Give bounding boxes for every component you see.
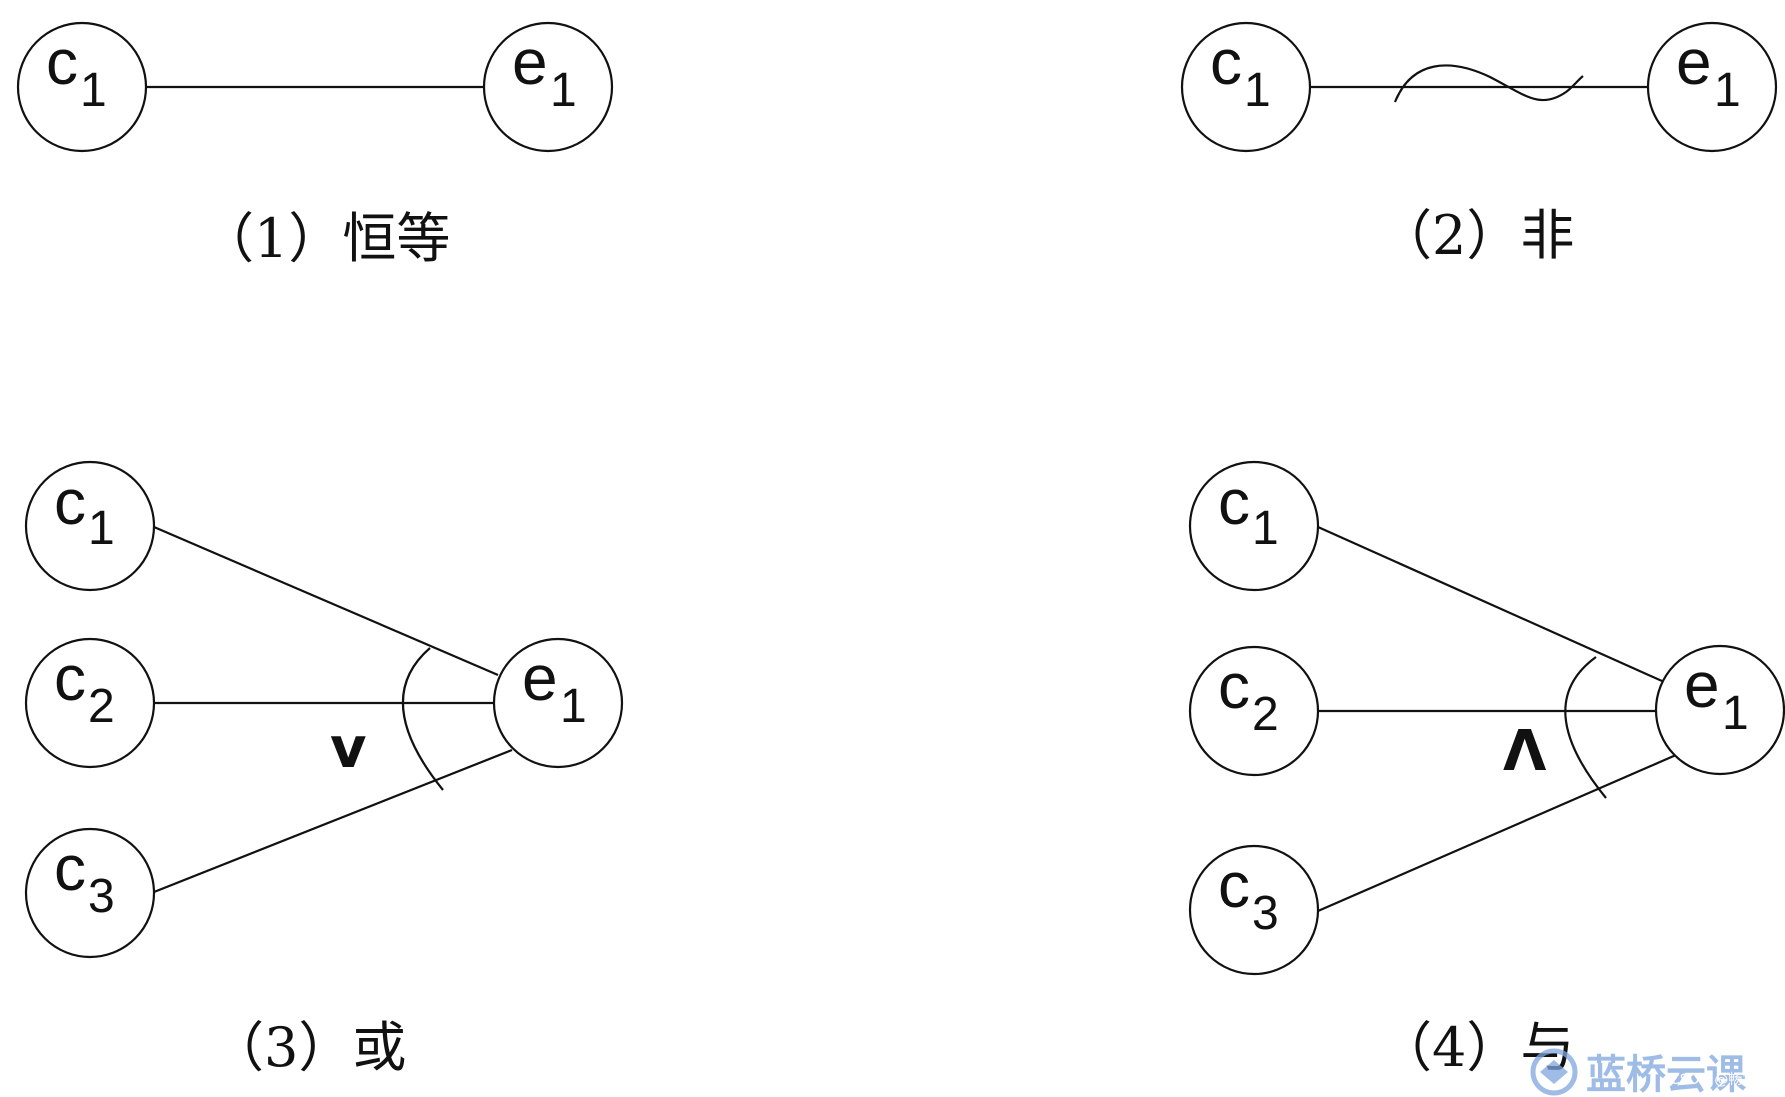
node-e1: [1654, 644, 1785, 776]
node-c3: [1188, 844, 1320, 976]
edge-c1-e1: [1317, 525, 1663, 683]
node-c3-letter: c: [54, 832, 86, 904]
node-e1: [492, 637, 624, 769]
edge-c3-e1: [1317, 753, 1677, 913]
node-c1-letter: c: [46, 26, 78, 98]
and-operator: Λ: [1503, 719, 1547, 784]
node-e1-letter: e: [1676, 26, 1712, 98]
node-c1-letter: c: [1210, 26, 1242, 98]
node-c1: [1180, 21, 1312, 153]
panel-identity: c 1 e 1 （1）恒等: [16, 21, 614, 270]
node-e1: [482, 21, 614, 153]
node-e1-letter: e: [1684, 649, 1720, 721]
node-c1-letter: c: [1218, 466, 1250, 538]
node-c3-subscript: 3: [88, 870, 115, 923]
node-c1: [16, 21, 148, 153]
node-c1-subscript: 1: [88, 502, 115, 555]
node-c2-subscript: 2: [88, 680, 115, 733]
panel-and: Λ c 1 c 2 c 3 e 1 （4）与: [1188, 460, 1785, 1079]
edge-c3-e1: [153, 748, 513, 894]
node-c2-subscript: 2: [1252, 688, 1279, 741]
node-c3-subscript: 3: [1252, 887, 1279, 940]
panel-not: c 1 e 1 （2）非: [1180, 21, 1778, 267]
edge-c1-e1: [153, 525, 499, 677]
caption-identity: （1）恒等: [200, 207, 450, 270]
watermark-logo-mark: [1540, 1060, 1568, 1084]
node-c3: [24, 827, 156, 959]
watermark-credit: CSDN @畅宇航: [1670, 1072, 1770, 1088]
panel-or: v c 1 c 2 c 3 e 1 （3）或: [24, 460, 624, 1079]
node-e1: [1646, 21, 1778, 153]
node-c2-letter: c: [1218, 650, 1250, 722]
node-c1-subscript: 1: [1252, 502, 1279, 555]
caption-and: （4）与: [1378, 1016, 1574, 1079]
caption-not: （2）非: [1378, 204, 1574, 267]
node-c2-letter: c: [54, 642, 86, 714]
node-e1-letter: e: [522, 642, 558, 714]
and-arc: [1564, 656, 1607, 799]
node-c2: [24, 637, 156, 769]
node-c1: [24, 460, 156, 592]
node-c3-letter: c: [1218, 849, 1250, 921]
watermark: 蓝桥云课 CSDN @畅宇航: [1530, 1048, 1770, 1097]
watermark-logo-icon: [1530, 1048, 1578, 1096]
node-e1-subscript: 1: [560, 680, 587, 733]
not-squiggle: [1393, 64, 1584, 103]
node-e1-subscript: 1: [1722, 687, 1749, 740]
caption-or: （3）或: [210, 1016, 406, 1079]
node-e1-letter: e: [512, 26, 548, 98]
node-c1: [1188, 460, 1320, 592]
or-operator: v: [330, 716, 367, 781]
node-e1-subscript: 1: [550, 64, 577, 117]
node-c2: [1188, 645, 1320, 777]
or-arc: [401, 647, 444, 791]
node-c1-subscript: 1: [1244, 64, 1271, 117]
node-c1-subscript: 1: [80, 64, 107, 117]
node-e1-subscript: 1: [1714, 64, 1741, 117]
watermark-brand: 蓝桥云课: [1586, 1052, 1747, 1097]
node-c1-letter: c: [54, 466, 86, 538]
